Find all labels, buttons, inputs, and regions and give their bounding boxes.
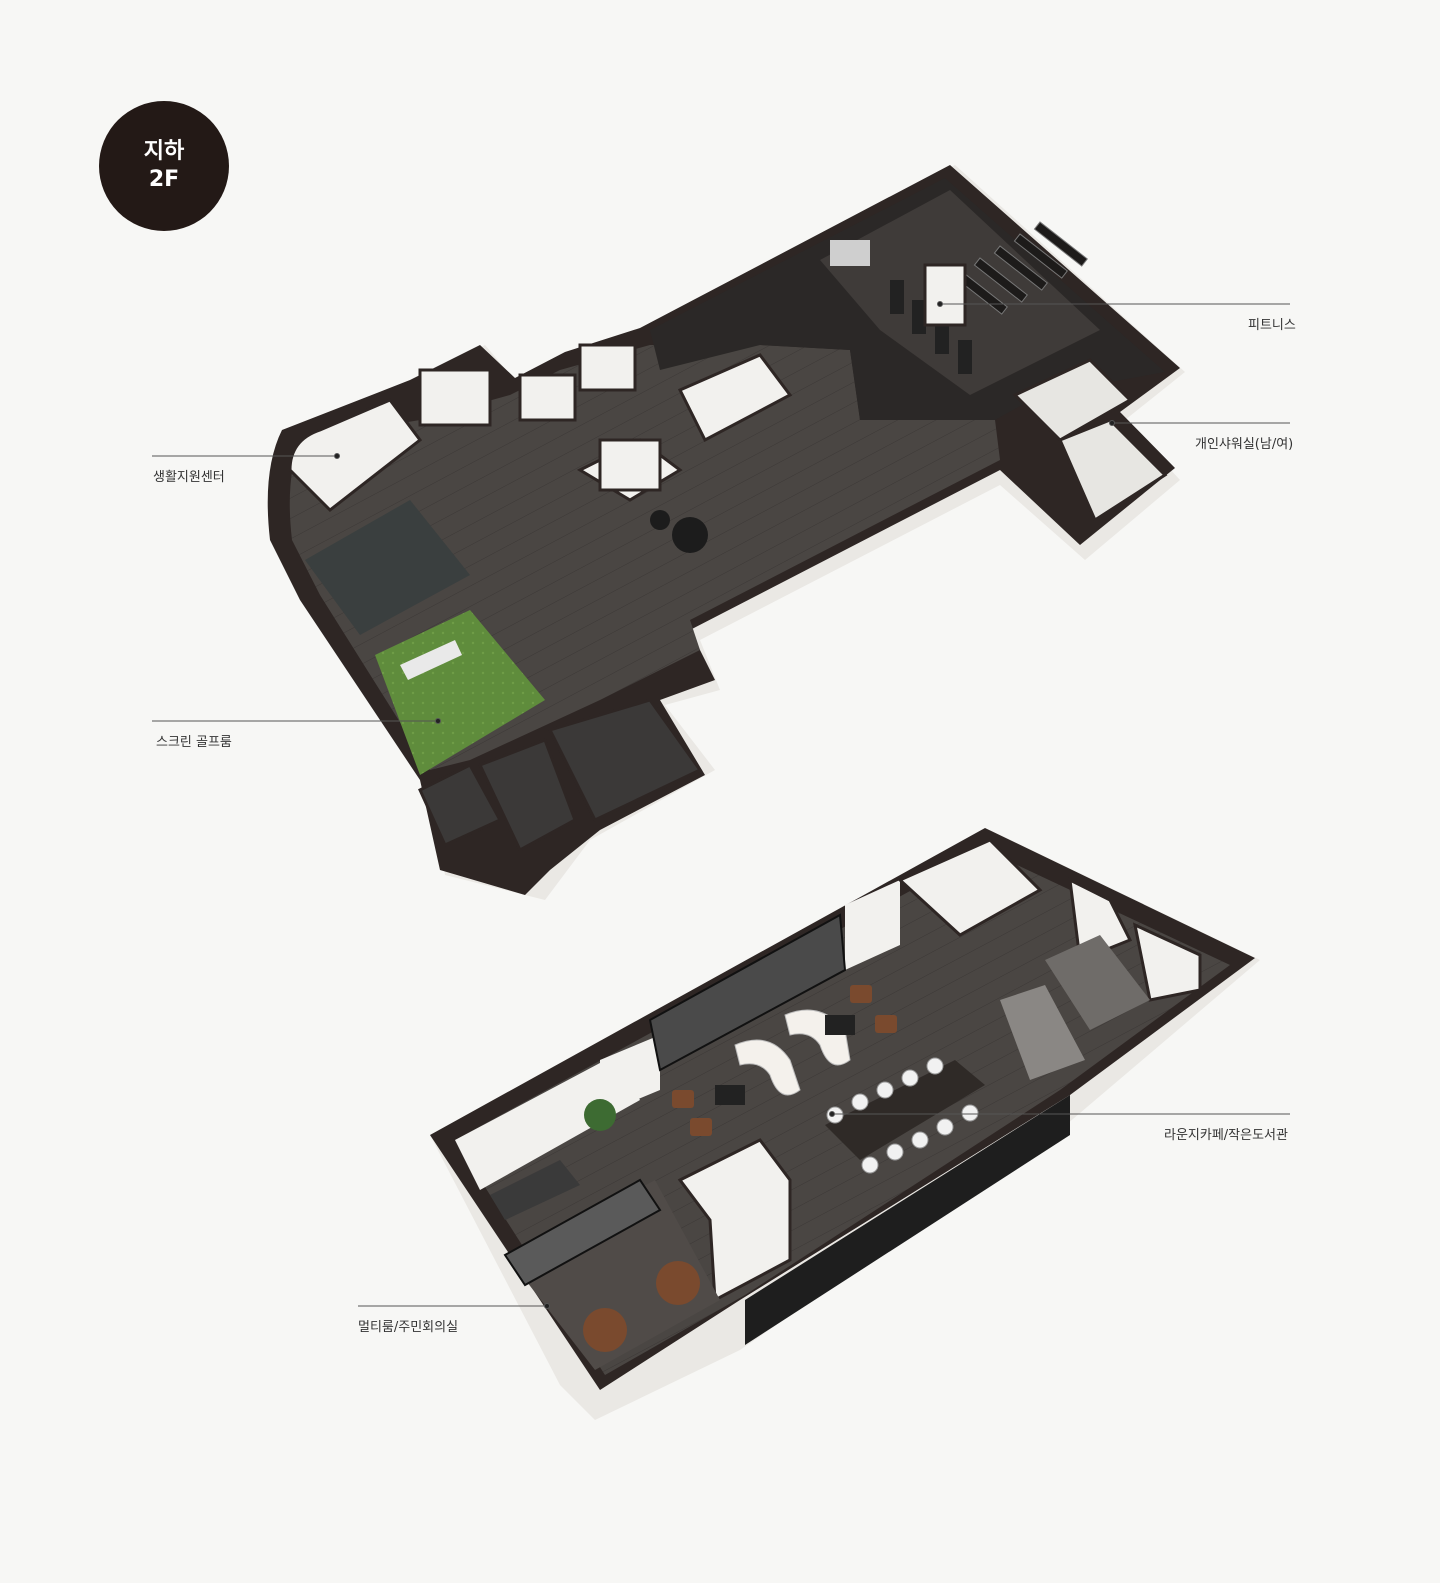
label-screen-golf: 스크린 골프룸 (156, 735, 232, 750)
curved-sofa-left (734, 1039, 801, 1096)
lower-right-rooms (897, 838, 1202, 1002)
label-shower: 개인샤워실(남/여) (1195, 437, 1294, 452)
round-table-2 (656, 1261, 700, 1305)
long-table (825, 1060, 985, 1160)
label-support-center: 생활지원센터 (153, 470, 225, 485)
label-fitness: 피트니스 (1248, 318, 1296, 333)
gym-machines (830, 240, 972, 374)
front-glass-wall (745, 1095, 1070, 1345)
leader-lines (152, 301, 1290, 1309)
lobby-table (672, 517, 708, 553)
screen-golf-turf (375, 610, 545, 775)
round-table-1 (583, 1308, 627, 1352)
golf-mat (400, 640, 462, 680)
counter-block (677, 1138, 792, 1303)
armchairs (672, 985, 897, 1136)
multiroom-floor (510, 1180, 720, 1370)
lower-floor-plan (430, 828, 1260, 1420)
label-multiroom: 멀티룸/주민회의실 (358, 1320, 459, 1335)
label-lounge: 라운지카페/작은도서관 (1164, 1128, 1288, 1143)
plant-icon (584, 1099, 616, 1131)
back-window-wall (648, 913, 847, 1072)
support-center-lounge (305, 500, 470, 635)
bookshelf (1000, 985, 1085, 1080)
floor-badge-line2: 2F (148, 167, 180, 192)
upper-utility-rooms (418, 698, 703, 853)
upper-rooms (288, 263, 1168, 523)
floor-badge: 지하 2F (99, 101, 229, 231)
treadmill-row (953, 221, 1088, 315)
upper-floor-plan (267, 165, 1185, 900)
floor-badge-line1: 지하 (143, 139, 185, 164)
table-chairs (826, 1057, 979, 1174)
